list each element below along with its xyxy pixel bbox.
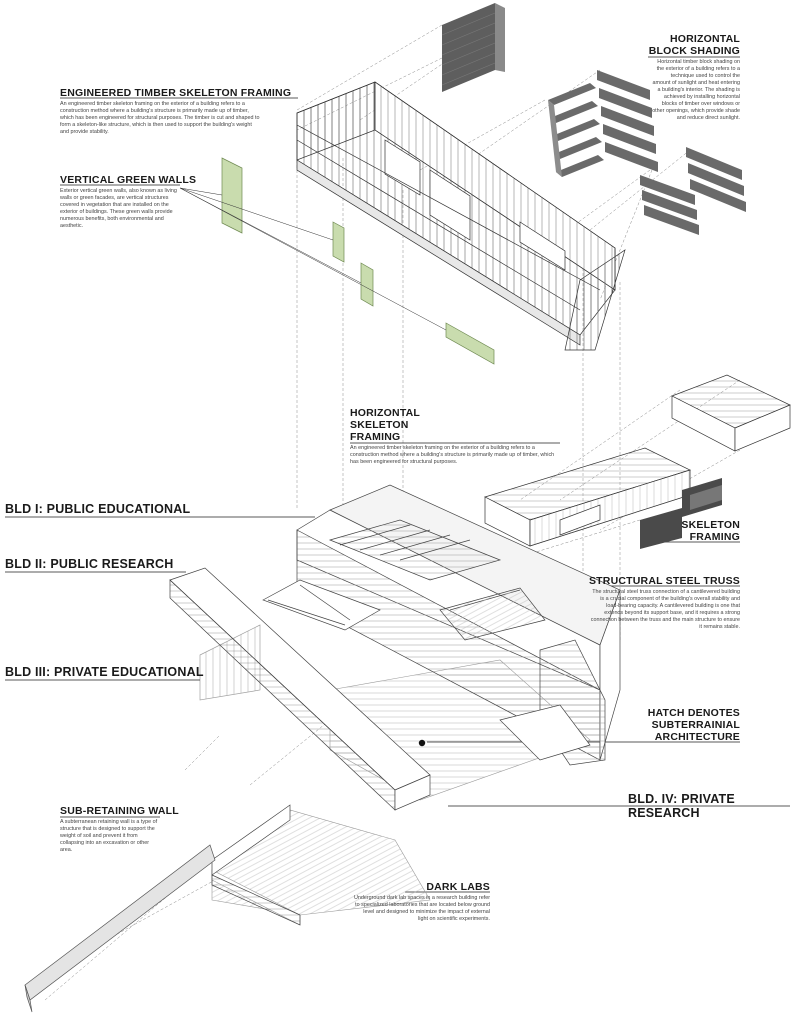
hatch-title-3: ARCHITECTURE [654,731,740,743]
structural-steel-truss-body: The structural steel truss connection of… [590,589,740,630]
structural-steel-truss-title: STRUCTURAL STEEL TRUSS [588,575,740,587]
horizontal-skeleton-title-3: FRAMING [350,431,401,443]
green-wall-panel [332,221,345,263]
label-sub-retaining-wall: SUB-RETAINING WALL A subterranean retain… [60,805,190,854]
shading-block-stack-d [640,175,699,235]
horizontal-block-shading-title-1: HORIZONTAL [669,33,740,45]
bld4-label: BLD. IV: PRIVATE RESEARCH [628,792,735,820]
label-structural-steel-truss: STRUCTURAL STEEL TRUSS The structural st… [585,575,740,631]
steel-truss [262,519,546,641]
green-wall-panel [221,157,243,234]
vertical-green-walls-body: Exterior vertical green walls, also know… [60,188,177,229]
label-vertical-green-walls: VERTICAL GREEN WALLS Exterior vertical g… [60,174,240,230]
hatch-marker-dot [418,739,426,747]
sub-retaining-wall [24,844,216,1013]
shading-block-stack-a [548,83,604,177]
horizontal-skeleton-title-1: HORIZONTAL [350,407,421,419]
green-walls [221,157,495,365]
hatch-title-2: SUBTERRAINIAL [651,719,740,731]
hatch-title-1: HATCH DENOTES [647,707,740,719]
block-shading-group [441,3,746,235]
horizontal-block-shading-title-2: BLOCK SHADING [648,45,740,57]
horizontal-block-shading-body: Horizontal timber block shading on the e… [652,59,740,121]
bld3-label: BLD III: PRIVATE EDUCATIONAL [5,665,204,679]
horizontal-skeleton-title-2: SKELETON [350,419,409,431]
green-wall-panel [445,322,495,365]
bld2-bridge [169,567,431,811]
skeleton-framing-pieces [640,478,722,549]
skeleton-framing-title-2: FRAMING [689,531,740,543]
horizontal-skeleton-body: An engineered timber skeleton framing on… [350,445,555,465]
dark-labs-body: Underground dark lab spaces in a researc… [353,895,490,922]
engineered-timber-body: An engineered timber skeleton framing on… [60,101,260,135]
green-wall-leader-lines [179,187,447,331]
label-dark-labs: DARK LABS Underground dark lab spaces in… [350,881,490,923]
bld4-block [499,639,606,766]
sub-retaining-wall-title: SUB-RETAINING WALL [60,805,179,817]
roof-box-top-right [671,374,791,452]
vertical-green-walls-title: VERTICAL GREEN WALLS [60,174,197,186]
label-engineered-timber: ENGINEERED TIMBER SKELETON FRAMING An en… [60,87,300,136]
timber-skeleton-frame [296,81,626,351]
dark-labs-title: DARK LABS [426,881,490,893]
label-horizontal-block-shading: HORIZONTAL BLOCK SHADING Horizontal timb… [600,33,740,122]
engineered-timber-title: ENGINEERED TIMBER SKELETON FRAMING [60,87,292,99]
shading-block-stack-c [686,147,746,212]
label-skeleton-framing: SKELETON FRAMING [640,519,740,543]
skeleton-framing-title-1: SKELETON [681,519,740,531]
label-hatch: HATCH DENOTES SUBTERRAINIAL ARCHITECTURE [620,707,740,743]
horizontal-skeleton-roof [484,447,691,547]
bld2-label: BLD II: PUBLIC RESEARCH [5,557,174,571]
bld1-label: BLD I: PUBLIC EDUCATIONAL [5,502,191,516]
sub-retaining-wall-body: A subterranean retaining wall is a type … [60,819,158,853]
label-horizontal-skeleton-framing: HORIZONTAL SKELETON FRAMING An engineere… [350,407,570,466]
green-wall-panel [360,262,374,307]
shading-block-stack-b [597,70,658,172]
bld3-block [211,804,301,926]
